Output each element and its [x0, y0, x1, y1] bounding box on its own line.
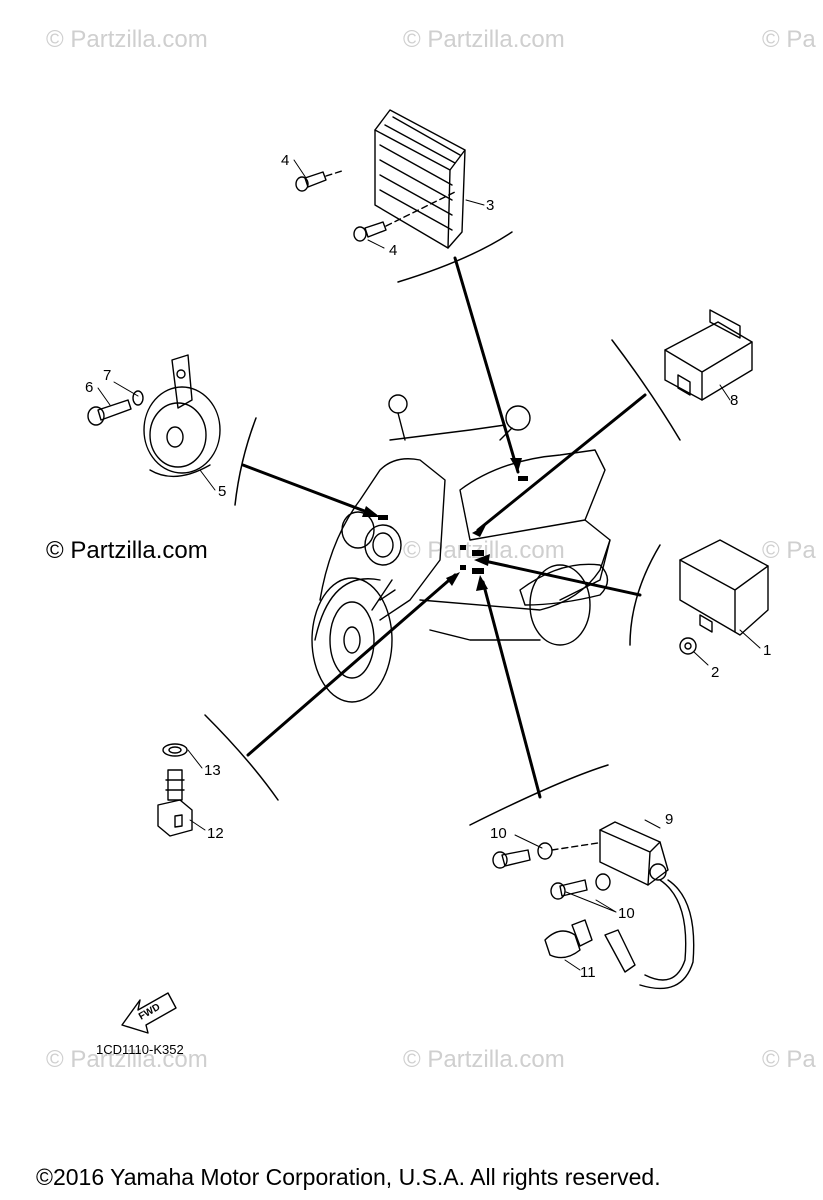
- watermark-bottom-left: © Partzilla.com: [46, 1046, 208, 1073]
- callout-10-lower: 10: [618, 905, 635, 922]
- ignition-coil: [599, 821, 695, 990]
- watermark-top-left: © Partzilla.com: [46, 26, 208, 53]
- callout-12: 12: [207, 825, 224, 842]
- scooter-illustration: [311, 394, 611, 703]
- fwd-label: FWD: [137, 1002, 162, 1023]
- spark-plug-cap: [544, 919, 636, 973]
- callout-6: 6: [85, 379, 94, 396]
- neutral-switch: [157, 769, 193, 837]
- callout-11: 11: [580, 964, 596, 981]
- headlight-right: [364, 524, 402, 566]
- horn: [143, 354, 221, 478]
- headlight-left: [341, 511, 375, 549]
- seat: [459, 449, 606, 541]
- watermark-mid-left: © Partzilla.com: [46, 537, 208, 564]
- parts-diagram: FWD: [87, 109, 769, 1034]
- callout-4-upper: 4: [281, 152, 290, 169]
- callout-13: 13: [204, 762, 221, 779]
- callout-7: 7: [103, 367, 112, 384]
- watermark-top-center: © Partzilla.com: [403, 26, 565, 53]
- callout-10-upper: 10: [490, 825, 507, 842]
- callout-8: 8: [730, 392, 739, 409]
- rectifier-regulator: [374, 109, 466, 249]
- callout-5: 5: [218, 483, 227, 500]
- leader-lines: [241, 256, 647, 799]
- callout-1: 1: [763, 642, 772, 659]
- callout-3: 3: [486, 197, 495, 214]
- horn-washer: [132, 390, 144, 406]
- relay-connector: [664, 309, 753, 401]
- diagram-code: 1CD1110-K352: [96, 1042, 184, 1057]
- front-wheel: [311, 577, 393, 703]
- callout-2: 2: [711, 664, 720, 681]
- horn-bolt: [87, 399, 132, 426]
- switch-washer: [162, 743, 188, 757]
- coil-bolt-upper: [492, 842, 599, 869]
- callout-4-lower: 4: [389, 242, 398, 259]
- bolt-upper: [295, 169, 346, 192]
- cdi-unit: [679, 539, 769, 636]
- watermark-bottom-right: © Pa: [762, 1046, 816, 1073]
- bolt-lower: [353, 221, 387, 242]
- fwd-arrow-icon: [121, 992, 177, 1034]
- watermark-mid-right: © Pa: [762, 537, 816, 564]
- cdi-nut: [679, 637, 697, 655]
- group-brackets: [204, 231, 681, 826]
- coil-bolt-lower: [550, 873, 611, 900]
- watermark-bottom-center: © Partzilla.com: [403, 1046, 565, 1073]
- watermark-top-right: © Pa: [762, 26, 816, 53]
- callout-9: 9: [665, 811, 674, 828]
- copyright-notice: ©2016 Yamaha Motor Corporation, U.S.A. A…: [36, 1164, 661, 1190]
